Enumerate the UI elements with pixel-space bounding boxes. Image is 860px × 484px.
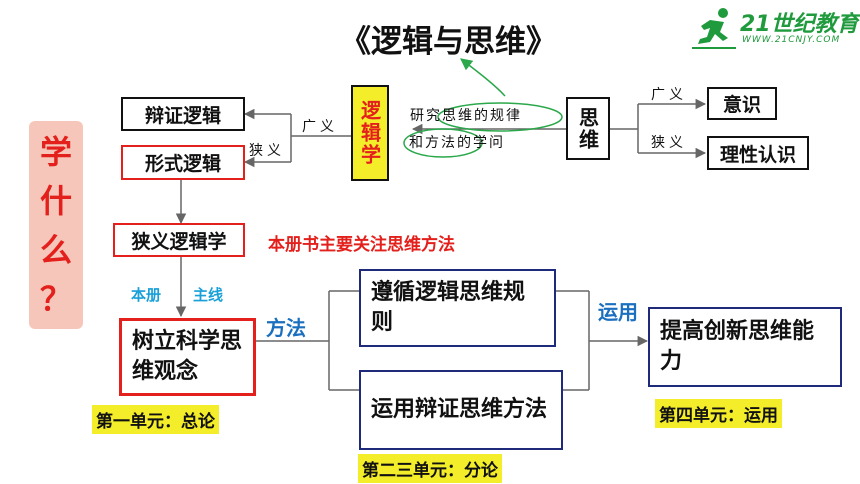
side-char-4: ？ <box>39 279 72 318</box>
side-char-1: 学 <box>39 132 72 171</box>
node-improve-text: 提高创新思维能力 <box>660 319 815 374</box>
node-rational-cognition: 理性认识 <box>707 136 809 170</box>
runner-icon <box>692 8 736 49</box>
node-apply-methods-text: 运用辩证思维方法 <box>371 397 548 423</box>
node-thinking-text: 思维 <box>575 106 600 151</box>
page-title: 《逻辑与思维》 <box>340 24 557 60</box>
side-char-3: 么 <box>39 230 72 269</box>
green-annotation-arrow <box>460 58 506 97</box>
node-concept: 树立科学思维观念 <box>119 318 256 396</box>
node-follow-rules: 遵循逻辑思维规则 <box>359 269 556 347</box>
label-narrow-right: 狭义 <box>651 135 687 151</box>
label-broad-left: 广义 <box>302 119 338 135</box>
highlight-ellipse-method <box>403 128 483 158</box>
node-improve: 提高创新思维能力 <box>648 307 842 387</box>
node-apply-methods: 运用辩证思维方法 <box>359 370 563 450</box>
highlight-ellipse-thinking <box>437 102 563 132</box>
node-dialectical-logic: 辩证逻辑 <box>121 97 245 131</box>
side-char-2: 什 <box>39 181 72 220</box>
label-broad-right: 广义 <box>651 87 687 103</box>
label-method: 方法 <box>266 316 306 340</box>
side-question-label: 学 什 么 ？ <box>29 121 83 329</box>
unit-label-1: 第一单元：总论 <box>92 405 219 434</box>
node-narrow-logic: 狭义逻辑学 <box>113 223 245 257</box>
node-formal-logic: 形式逻辑 <box>121 145 245 180</box>
unit-label-4: 第四单元：运用 <box>655 399 782 428</box>
definition-line-1: 研究思维的规律 <box>410 108 522 124</box>
node-concept-text: 树立科学思维观念 <box>132 329 243 384</box>
node-thinking: 思维 <box>566 97 610 160</box>
node-logic-text: 逻辑学 <box>357 100 382 166</box>
node-follow-rules-text: 遵循逻辑思维规则 <box>371 280 526 335</box>
label-main-line: 主线 <box>193 286 224 304</box>
logo-url-text: WWW.21CNJY.COM <box>742 35 841 45</box>
brand-logo: 21世纪教育 WWW.21CNJY.COM <box>690 4 859 54</box>
logo-brand-text: 21世纪教育 <box>740 12 859 37</box>
label-narrow-left: 狭义 <box>249 143 285 159</box>
label-apply: 运用 <box>598 300 638 324</box>
label-book-focus: 本册书主要关注思维方法 <box>268 235 455 255</box>
unit-label-23: 第二三单元：分论 <box>358 454 502 483</box>
definition-line-2: 和方法的学问 <box>409 135 505 151</box>
node-logic: 逻辑学 <box>351 85 389 181</box>
node-consciousness: 意识 <box>707 87 777 120</box>
label-this-volume: 本册 <box>131 286 162 304</box>
